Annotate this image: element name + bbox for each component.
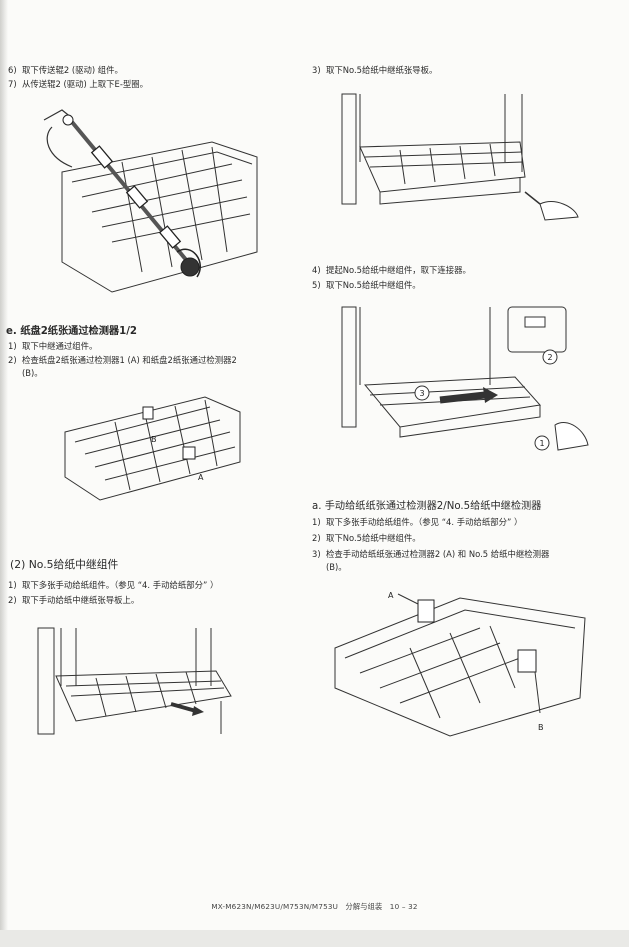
scan-bottom-band bbox=[0, 930, 629, 947]
figure-label-b: B bbox=[151, 435, 157, 444]
section-e-step-2: 2)检查纸盘2纸张通过检测器1 (A) 和纸盘2纸张通过检测器2 bbox=[8, 355, 237, 365]
callout-2: 2 bbox=[547, 353, 552, 362]
right-step-4: 4)提起No.5给纸中继组件，取下连接器。 bbox=[312, 265, 471, 275]
section-2-title: (2) No.5给纸中继组件 bbox=[10, 558, 119, 571]
right-step-5: 5)取下No.5给纸中继组件。 bbox=[312, 280, 421, 290]
step-7: 7)从传送辊2 (驱动) 上取下E-型圈。 bbox=[8, 79, 149, 89]
figure-label-b: B bbox=[538, 723, 544, 732]
figure-manual-feed-sensors: A B bbox=[330, 588, 590, 738]
figure-relay-guide bbox=[340, 92, 580, 222]
figure-manual-feed-guide bbox=[36, 626, 236, 736]
callout-1: 1 bbox=[539, 439, 544, 448]
figure-tray2-sensors: B A bbox=[55, 392, 245, 502]
callout-3: 3 bbox=[419, 389, 424, 398]
section-2-step-1: 1)取下多张手动给纸组件。（参见 “4. 手动给纸部分” ） bbox=[8, 580, 219, 590]
section-a-step-1: 1)取下多张手动给纸组件。（参见 “4. 手动给纸部分” ） bbox=[312, 517, 523, 527]
figure-label-a: A bbox=[198, 473, 204, 482]
figure-label-a: A bbox=[388, 591, 394, 600]
section-a-step-3-cont: (B)。 bbox=[326, 562, 347, 572]
section-a-step-2: 2)取下No.5给纸中继组件。 bbox=[312, 533, 421, 543]
figure-relay-unit-removal: 3 2 1 bbox=[340, 305, 590, 465]
section-a-title: a. 手动给纸纸张通过检测器2/No.5给纸中继检测器 bbox=[312, 501, 542, 512]
section-e-step-2-cont: (B)。 bbox=[22, 368, 43, 378]
figure-transport-roller bbox=[32, 102, 262, 302]
right-step-3: 3)取下No.5给纸中继纸张导板。 bbox=[312, 65, 438, 75]
page-footer: MX-M623N/M623U/M753N/M753U 分解与组装 10 – 32 bbox=[211, 902, 418, 911]
page-binding-shadow bbox=[0, 0, 8, 947]
section-e-step-1: 1)取下中继通过组件。 bbox=[8, 341, 98, 351]
section-a-step-3: 3)检查手动给纸纸张通过检测器2 (A) 和 No.5 给纸中继检测器 bbox=[312, 549, 550, 559]
section-2-step-2: 2)取下手动给纸中继纸张导板上。 bbox=[8, 595, 140, 605]
section-e-title: e. 纸盘2纸张通过检测器1/2 bbox=[6, 326, 137, 337]
step-6: 6)取下传送辊2 (驱动) 组件。 bbox=[8, 65, 123, 75]
